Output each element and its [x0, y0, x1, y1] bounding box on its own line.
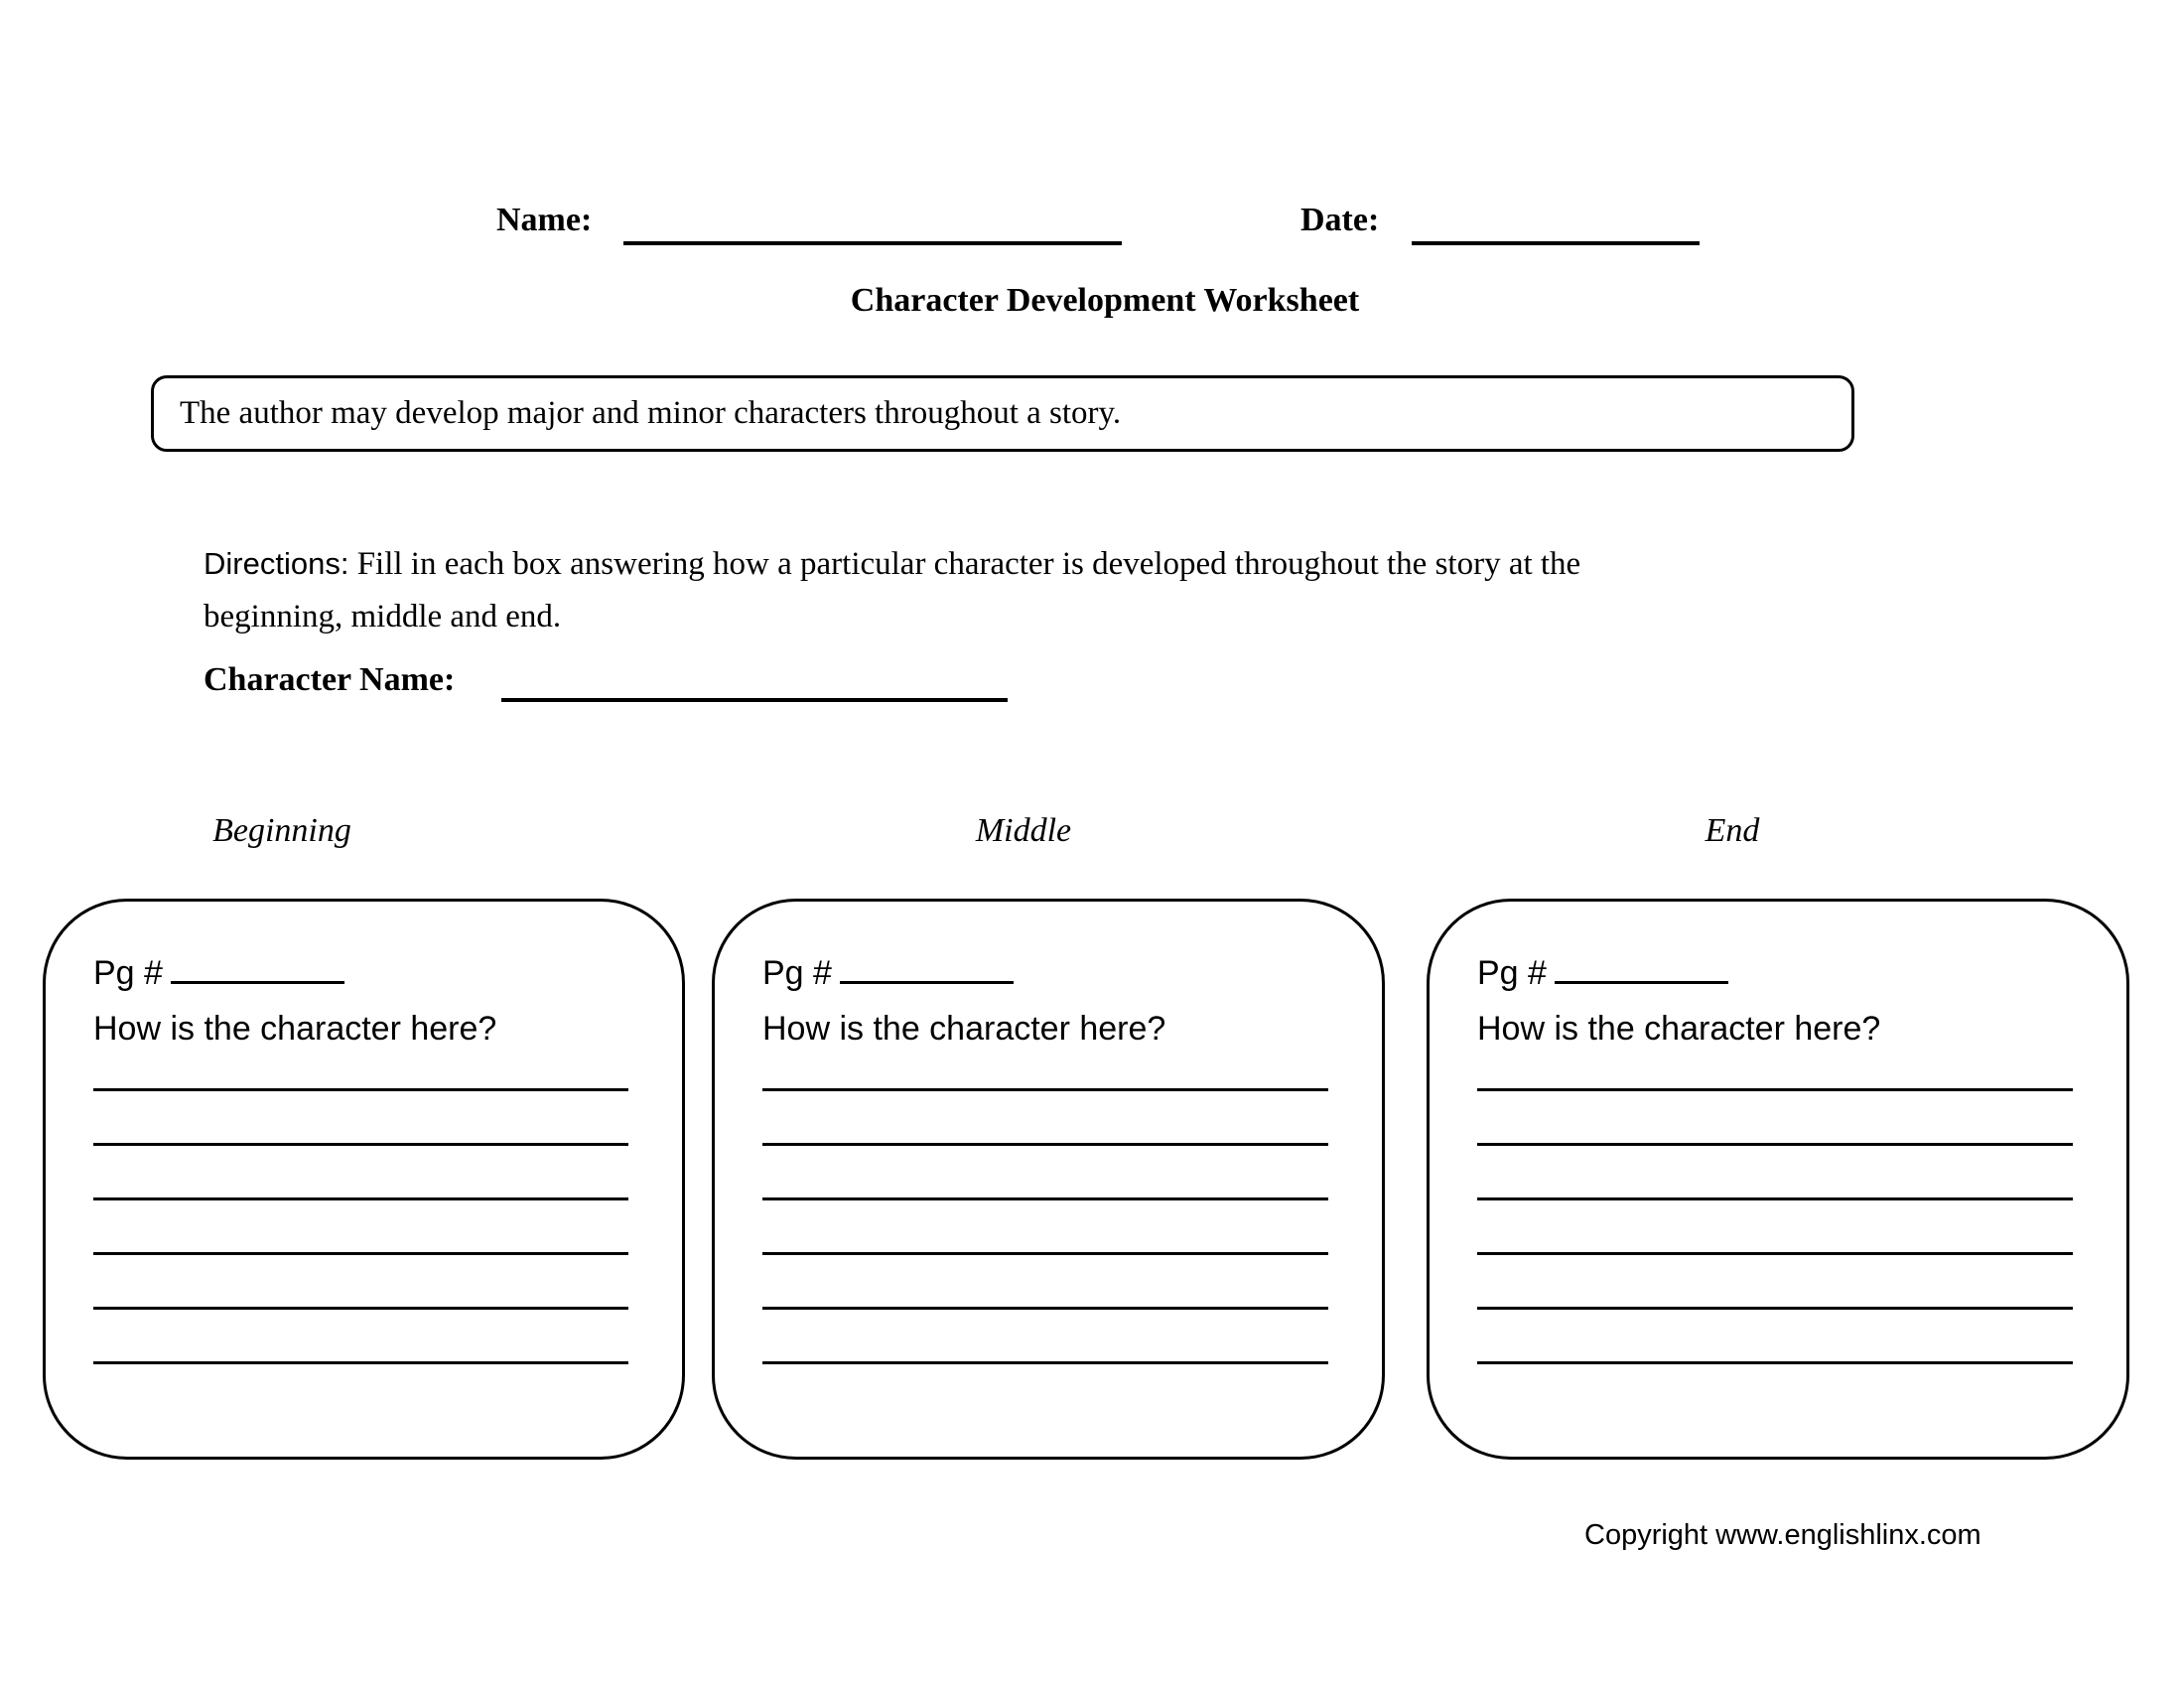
pg-number-blank	[1554, 951, 1728, 984]
section-heading-beginning: Beginning	[212, 812, 351, 849]
pg-label: Pg #	[1477, 954, 1547, 992]
writing-line	[1477, 1197, 2073, 1200]
directions-line-1: Directions: Fill in each box answering h…	[204, 537, 1911, 591]
writing-line	[1477, 1252, 2073, 1255]
writing-line	[762, 1088, 1328, 1091]
writing-line	[93, 1197, 628, 1200]
date-label: Date:	[1300, 202, 1380, 238]
writing-line	[762, 1197, 1328, 1200]
question-label: How is the character here?	[1477, 1010, 1881, 1048]
pg-label: Pg #	[762, 954, 832, 992]
directions: Directions: Fill in each box answering h…	[204, 537, 1911, 643]
writing-line	[762, 1143, 1328, 1146]
card-beginning: Pg # How is the character here?	[43, 899, 685, 1460]
pg-number-blank	[839, 951, 1014, 984]
question-label: How is the character here?	[762, 1010, 1166, 1048]
writing-line	[762, 1252, 1328, 1255]
writing-line	[93, 1361, 628, 1364]
pg-number-blank	[170, 951, 344, 984]
intro-box: The author may develop major and minor c…	[151, 375, 1854, 452]
character-name-blank-line	[501, 655, 1008, 702]
writing-line	[93, 1307, 628, 1310]
pg-label: Pg #	[93, 954, 163, 992]
copyright-text: Copyright www.englishlinx.com	[1584, 1519, 1981, 1551]
writing-line	[1477, 1361, 2073, 1364]
section-heading-end: End	[1705, 812, 1760, 849]
pg-number-row: Pg #	[1477, 951, 1728, 990]
writing-line	[1477, 1088, 2073, 1091]
intro-text: The author may develop major and minor c…	[180, 395, 1122, 431]
question-label: How is the character here?	[93, 1010, 497, 1048]
pg-number-row: Pg #	[762, 951, 1014, 990]
directions-label: Directions:	[204, 546, 349, 581]
writing-line	[93, 1252, 628, 1255]
pg-number-row: Pg #	[93, 951, 344, 990]
section-heading-middle: Middle	[975, 812, 1072, 849]
name-blank-line	[623, 199, 1122, 245]
writing-line	[762, 1361, 1328, 1364]
writing-line	[1477, 1143, 2073, 1146]
name-label: Name:	[496, 202, 593, 238]
card-end: Pg # How is the character here?	[1427, 899, 2129, 1460]
writing-line	[1477, 1307, 2073, 1310]
writing-line	[93, 1088, 628, 1091]
date-blank-line	[1412, 199, 1700, 245]
card-middle: Pg # How is the character here?	[712, 899, 1385, 1460]
directions-text-line1: Fill in each box answering how a particu…	[356, 546, 1581, 582]
character-name-label: Character Name:	[204, 661, 456, 698]
writing-line	[762, 1307, 1328, 1310]
writing-line	[93, 1143, 628, 1146]
directions-text-line2: beginning, middle and end.	[204, 599, 562, 634]
page-title: Character Development Worksheet	[850, 282, 1360, 319]
